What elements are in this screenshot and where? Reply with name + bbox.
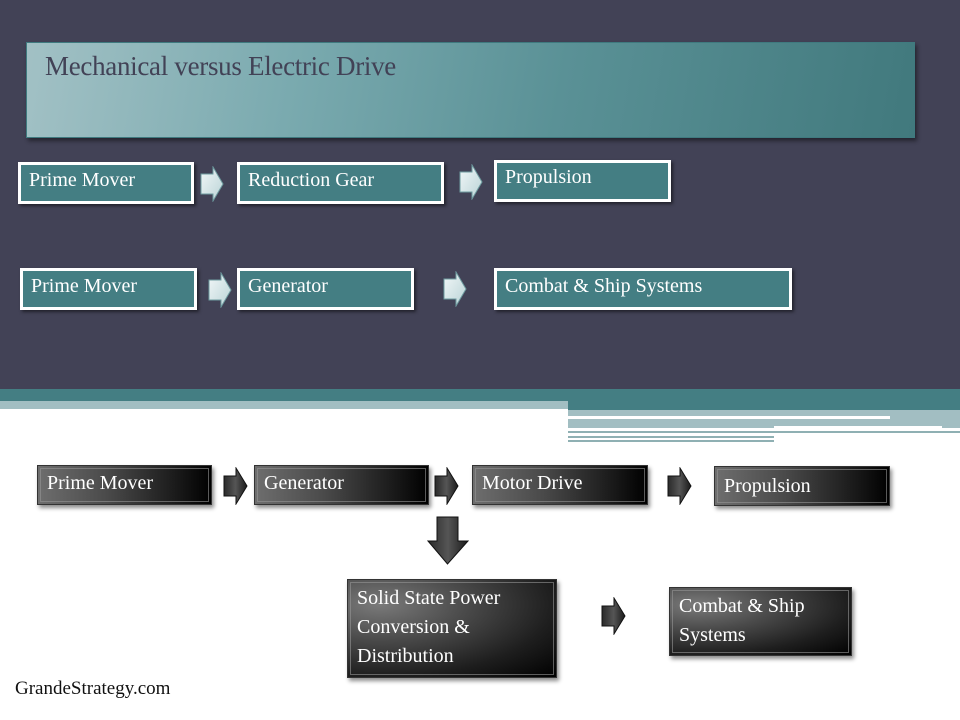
right-arrow-icon	[601, 597, 626, 635]
ips-generator-box: Generator	[254, 465, 429, 505]
elec-prime-mover-box: Prime Mover	[20, 268, 197, 310]
right-arrow-icon	[434, 467, 459, 505]
divider-line-white	[568, 416, 890, 419]
ips-prime-mover-box: Prime Mover	[37, 465, 212, 505]
ips-motor-drive-box: Motor Drive	[472, 465, 648, 505]
elec-generator-box: Generator	[237, 268, 414, 310]
right-arrow-icon	[208, 272, 232, 308]
divider-stripe-teal-right	[568, 401, 960, 410]
ips-combat-systems-box: Combat & Ship Systems	[669, 587, 852, 656]
footer-source: GrandeStrategy.com	[15, 678, 171, 699]
right-arrow-icon	[667, 467, 692, 505]
right-arrow-icon	[200, 166, 224, 202]
divider-line-thin-2	[568, 436, 774, 438]
down-arrow-icon	[427, 516, 469, 565]
ips-propulsion-box: Propulsion	[714, 466, 890, 506]
divider-stripe-light	[0, 401, 568, 409]
mech-propulsion-box: Propulsion	[494, 160, 671, 202]
title-banner: Mechanical versus Electric Drive	[26, 42, 915, 138]
mech-prime-mover-box: Prime Mover	[18, 162, 194, 204]
right-arrow-icon	[223, 467, 248, 505]
mech-reduction-gear-box: Reduction Gear	[237, 162, 444, 204]
divider-stripe-light-right	[568, 410, 960, 428]
divider-line-thin	[568, 431, 960, 433]
elec-combat-systems-box: Combat & Ship Systems	[494, 268, 792, 310]
ips-power-conversion-box: Solid State Power Conversion & Distribut…	[347, 579, 557, 678]
divider-stripe-teal	[0, 389, 960, 401]
right-arrow-icon	[459, 164, 483, 200]
divider-line-white-2	[774, 426, 942, 429]
divider-line-thin-3	[568, 440, 774, 442]
slide-title: Mechanical versus Electric Drive	[45, 51, 396, 81]
right-arrow-icon	[443, 271, 467, 307]
